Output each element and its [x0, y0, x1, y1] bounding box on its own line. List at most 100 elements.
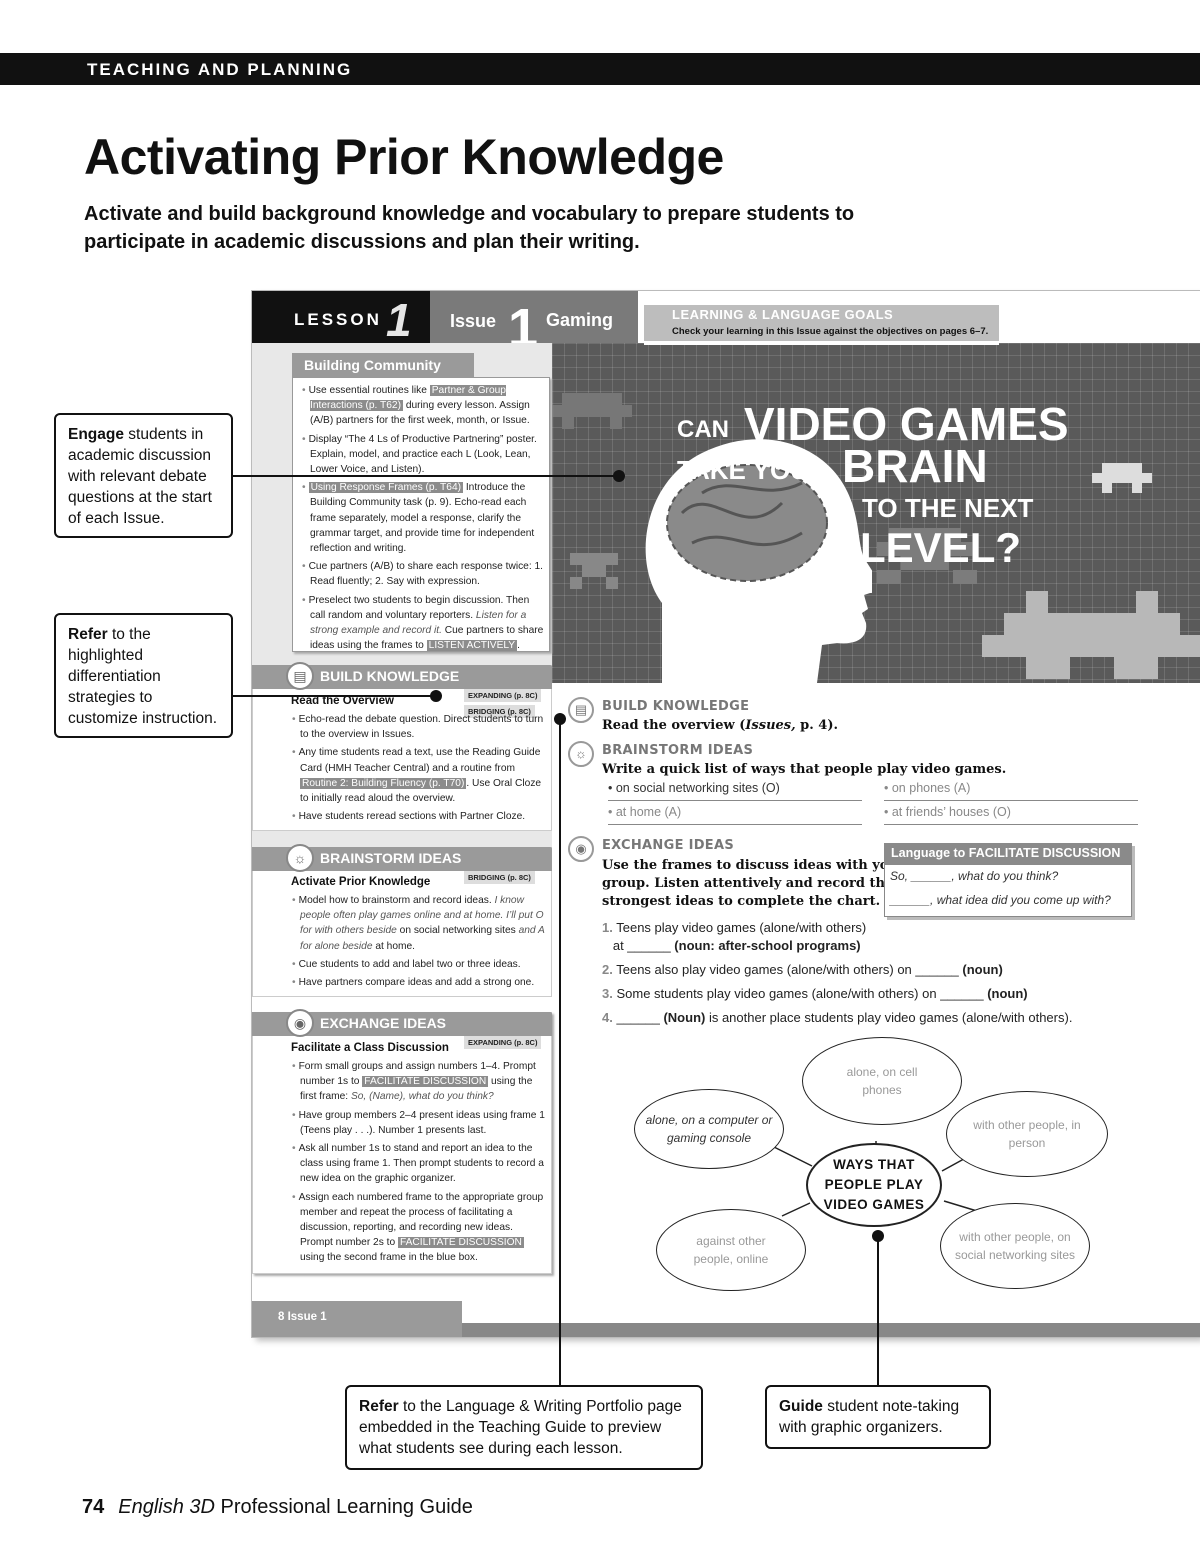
list-item: Have group members 2–4 present ideas usi…	[290, 1108, 548, 1138]
build-knowledge-header: ▤ BUILD KNOWLEDGE	[252, 662, 552, 690]
goals-text: Check your learning in this Issue agains…	[672, 326, 989, 337]
list-item: Using Response Frames (p. T64) Introduce…	[300, 480, 546, 556]
organizer-bubble: against other people, online	[656, 1209, 806, 1291]
connector-line	[877, 1236, 879, 1386]
lesson-number: 1	[386, 294, 412, 346]
lesson-tab	[252, 291, 430, 343]
student-exchange-text: Use the frames to discuss ideas with you…	[602, 858, 905, 909]
build-knowledge-subhead: Read the Overview	[291, 695, 394, 707]
pixel-invader-icon	[552, 393, 632, 429]
list-item: Model how to brainstorm and record ideas…	[290, 893, 548, 954]
build-knowledge-list: Echo-read the debate question. Direct st…	[290, 712, 548, 827]
hero-line3: TO THE NEXT	[862, 493, 1034, 523]
connector-dot	[430, 690, 442, 702]
callout-refer-differentiation: Refer to the highlighted differentiation…	[54, 613, 233, 738]
student-build-knowledge-text: Read the overview (Issues, p. 4).	[602, 718, 839, 733]
brainstorm-header: ☼ BRAINSTORM IDEAS	[252, 844, 552, 872]
list-item: Have students reread sections with Partn…	[290, 809, 548, 824]
facilitate-discussion-title: Language to FACILITATE DISCUSSION	[891, 846, 1121, 860]
sentence-frame-2: 2. Teens also play video games (alone/wi…	[602, 962, 1003, 977]
brainstorm-entry[interactable]: • on phones (A)	[884, 781, 1138, 801]
book-icon: ▤	[568, 697, 594, 723]
hero-line1a: CAN	[677, 416, 729, 443]
connector-line	[233, 695, 436, 697]
callout-text: to the Language & Writing Portfolio page…	[359, 1398, 682, 1457]
sentence-frame-1: 1. Teens play video games (alone/with ot…	[602, 920, 867, 953]
section-header-bar: TEACHING AND PLANNING	[0, 53, 1200, 85]
list-item: Form small groups and assign numbers 1–4…	[290, 1059, 548, 1105]
connector-line	[233, 475, 619, 477]
student-brainstorm-text: Write a quick list of ways that people p…	[602, 762, 1007, 777]
organizer-bubble: with other people, on social networking …	[940, 1203, 1090, 1289]
brainstorm-entry[interactable]: • on social networking sites (O)	[608, 781, 862, 801]
building-community-list: Use essential routines like Partner & Gr…	[300, 383, 546, 656]
page-number: 74	[82, 1496, 105, 1518]
hero-line4: LEVEL?	[860, 524, 1022, 571]
exchange-list: Form small groups and assign numbers 1–4…	[290, 1059, 548, 1269]
sentence-frame-3: 3. Some students play video games (alone…	[602, 986, 1028, 1001]
goals-title: LEARNING & LANGUAGE GOALS	[672, 307, 894, 322]
pixel-invader-large-icon	[982, 591, 1200, 679]
list-item: Ask all number 1s to stand and report an…	[290, 1141, 548, 1187]
speech-bubbles-icon: ◉	[286, 1009, 314, 1037]
connector-dot	[872, 1230, 884, 1242]
page-number-label: 8 Issue 1	[278, 1311, 327, 1323]
callout-text: to the highlighted differentiation strat…	[68, 626, 218, 727]
exchange-header: ◉ EXCHANGE IDEAS	[252, 1009, 552, 1037]
goals-banner	[644, 305, 999, 345]
section-title: BUILD KNOWLEDGE	[320, 668, 460, 684]
page-footer: 74 English 3D Professional Learning Guide	[82, 1496, 473, 1519]
facilitate-discussion-header	[884, 843, 1132, 865]
pixel-invader-icon	[877, 528, 977, 584]
connector-dot	[613, 470, 625, 482]
connector-dot	[554, 713, 566, 725]
organizer-bubble: alone, on cell phones	[802, 1037, 962, 1125]
section-label: TEACHING AND PLANNING	[87, 60, 353, 79]
callout-refer-portfolio: Refer to the Language & Writing Portfoli…	[345, 1385, 703, 1470]
page-number-tab	[252, 1301, 462, 1337]
list-item: Assign each numbered frame to the approp…	[290, 1190, 548, 1266]
footer-title: Professional Learning Guide	[214, 1496, 473, 1518]
list-item: Cue partners (A/B) to share each respons…	[300, 559, 546, 589]
callout-text: student note-taking with graphic organiz…	[779, 1398, 960, 1436]
lesson-label: LESSON	[294, 310, 382, 329]
callout-text: students in academic discussion with rel…	[68, 426, 212, 527]
issue-tab	[430, 291, 638, 343]
student-brainstorm-head: BRAINSTORM IDEAS	[602, 743, 754, 758]
organizer-center-bubble: WAYS THAT PEOPLE PLAY VIDEO GAMES	[806, 1143, 942, 1227]
footer-title-italic: English 3D	[118, 1496, 215, 1518]
brainstorm-entry[interactable]: • at friends’ houses (O)	[884, 805, 1138, 825]
expanding-tag: EXPANDING (p. 8C)	[464, 689, 542, 702]
connector-line	[559, 718, 561, 1386]
list-item: Have partners compare ideas and add a st…	[290, 975, 548, 990]
callout-bold: Refer	[68, 626, 108, 643]
expanding-tag: EXPANDING (p. 8C)	[464, 1036, 542, 1049]
brainstorm-list: Model how to brainstorm and record ideas…	[290, 893, 548, 993]
section-title: EXCHANGE IDEAS	[320, 1015, 447, 1031]
page-subtitle: Activate and build background knowledge …	[84, 203, 855, 253]
list-item: Display “The 4 Ls of Productive Partneri…	[300, 432, 546, 478]
hero-line2b: BRAIN	[842, 440, 988, 492]
building-community-title: Building Community	[304, 357, 441, 373]
hero-line1b: VIDEO GAMES	[744, 398, 1069, 450]
sentence-frame-4: 4. ______ (Noun) is another place studen…	[602, 1010, 1073, 1025]
head-silhouette-icon	[645, 439, 872, 683]
issue-topic: Gaming	[546, 310, 614, 330]
callout-guide: Guide student note-taking with graphic o…	[765, 1385, 991, 1449]
brainstorm-subhead: Activate Prior Knowledge	[291, 876, 431, 888]
speech-bubbles-icon: ◉	[568, 836, 594, 862]
organizer-bubble: alone, on a computer or gaming console	[634, 1089, 784, 1169]
list-item: Use essential routines like Partner & Gr…	[300, 383, 546, 429]
section-title: BRAINSTORM IDEAS	[320, 850, 462, 866]
student-exchange-head: EXCHANGE IDEAS	[602, 838, 735, 853]
brainstorm-entry[interactable]: • at home (A)	[608, 805, 862, 825]
callout-bold: Refer	[359, 1398, 399, 1415]
list-item: Echo-read the debate question. Direct st…	[290, 712, 548, 742]
callout-engage: Engage students in academic discussion w…	[54, 413, 233, 538]
page-footer-strip	[462, 1323, 1200, 1337]
pixel-invader-icon	[570, 553, 618, 589]
building-community-header: Building Community	[292, 353, 474, 377]
lightbulb-icon: ☼	[286, 844, 314, 872]
list-item: Any time students read a text, use the R…	[290, 745, 548, 806]
student-build-knowledge-head: BUILD KNOWLEDGE	[602, 699, 750, 714]
